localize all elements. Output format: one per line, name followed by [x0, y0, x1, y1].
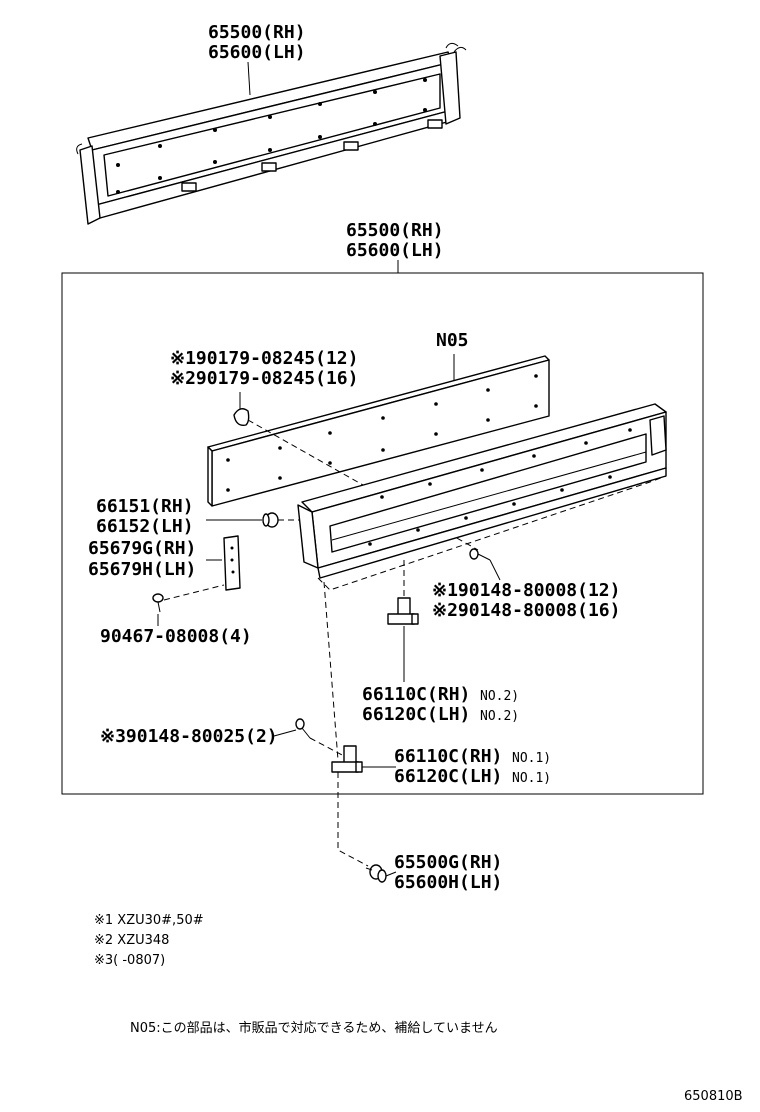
pin-part	[365, 864, 387, 883]
label-bolt-2: ※290148-80008(16)	[432, 600, 620, 621]
label-hinge1-rh-no: NO.1)	[512, 751, 551, 766]
label-hinge2-lh-no: NO.2)	[480, 709, 519, 724]
bolt-part	[469, 548, 491, 561]
label-bracket-lh: 65679H(LH)	[88, 559, 196, 580]
bracket-part	[223, 535, 241, 591]
bolt-80025-part	[295, 718, 311, 739]
clip-part	[233, 408, 250, 426]
panel-n05	[207, 355, 550, 507]
leader-pin	[385, 871, 397, 877]
note-3: ※3( -0807)	[94, 953, 165, 968]
label-box-assembly-rh: 65500(RH)	[346, 220, 444, 241]
label-bracket-rh: 65679G(RH)	[88, 538, 196, 559]
figure-code: 650810B	[684, 1089, 743, 1104]
leader-top-assembly	[247, 61, 251, 96]
gate-frame	[297, 403, 667, 579]
label-hinge2-lh: 66120C(LH)	[362, 704, 470, 725]
label-top-assembly-lh: 65600(LH)	[208, 42, 306, 63]
dashed-guide-screw	[163, 584, 225, 601]
label-hinge-rh: 66151(RH)	[96, 496, 194, 517]
assembly-group-box	[61, 272, 704, 795]
dashed-guide-frame-hinge-no1	[323, 581, 339, 761]
label-hinge2-rh: 66110C(RH)	[362, 684, 470, 705]
side-gate-assembly-illustration	[76, 42, 467, 225]
label-hinge1-rh: 66110C(RH)	[394, 746, 502, 767]
screw-part	[152, 593, 164, 613]
leader-bolt-80025	[273, 729, 297, 737]
leader-bolt	[489, 559, 501, 581]
roller-part	[262, 512, 279, 528]
note-n05: N05:この部品は、市販品で対応できるため、補給していません	[130, 1020, 498, 1036]
label-bolt-1: ※190148-80008(12)	[432, 580, 620, 601]
dashed-guide-bolt-80025	[309, 737, 345, 757]
label-top-assembly-rh: 65500(RH)	[208, 22, 306, 43]
label-clip-2: ※290179-08245(16)	[170, 368, 358, 389]
label-pin-rh: 65500G(RH)	[394, 852, 502, 873]
label-hinge1-lh-no: NO.1)	[512, 771, 551, 786]
label-hinge1-lh: 66120C(LH)	[394, 766, 502, 787]
label-bolt-3: ※390148-80025(2)	[100, 726, 278, 747]
label-box-assembly-lh: 65600(LH)	[346, 240, 444, 261]
label-pin-lh: 65600H(LH)	[394, 872, 502, 893]
note-1: ※1 XZU30#,50#	[94, 913, 204, 928]
label-screw: 90467-08008(4)	[100, 626, 252, 647]
label-clip-1: ※190179-08245(12)	[170, 348, 358, 369]
note-2: ※2 XZU348	[94, 933, 169, 948]
label-hinge2-rh-no: NO.2)	[480, 689, 519, 704]
label-hinge-lh: 66152(LH)	[96, 516, 194, 537]
label-panel-n05: N05	[436, 330, 469, 351]
dashed-guide-frame-bottom	[317, 475, 667, 591]
dashed-guide-pin	[337, 772, 369, 867]
hinge-no2-part	[387, 597, 419, 625]
hinge-no1-part	[331, 745, 363, 773]
